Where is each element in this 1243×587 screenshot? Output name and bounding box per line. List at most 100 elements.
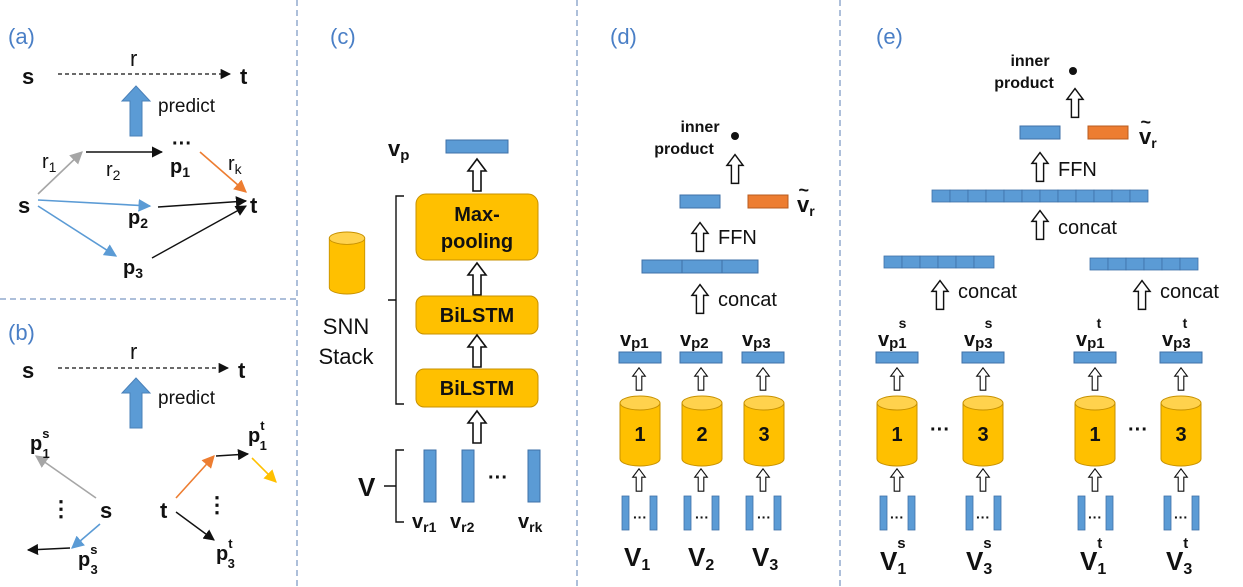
node-t: t bbox=[250, 193, 258, 218]
label-vp1t: vp1t bbox=[1076, 315, 1105, 352]
label-rk: rk bbox=[228, 153, 243, 177]
node-s-top: s bbox=[22, 64, 34, 89]
label-vp3t: vp3t bbox=[1162, 315, 1191, 352]
concat-label-right-e: concat bbox=[1160, 281, 1219, 303]
edge-rk-arrow bbox=[199, 151, 247, 193]
snn-brace bbox=[388, 195, 404, 405]
relation-vector-vr-e bbox=[1087, 125, 1129, 140]
cylinder-1s-label: 1 bbox=[891, 424, 902, 446]
panel-e-label: (e) bbox=[876, 24, 903, 49]
hollow-arrow-icon bbox=[1031, 209, 1049, 241]
node-s-top-b: s bbox=[22, 358, 34, 383]
snn-line2: Stack bbox=[318, 344, 374, 369]
svg-text:···: ··· bbox=[695, 509, 709, 525]
hollow-arrow-icon bbox=[1133, 279, 1151, 311]
concat-vector-d bbox=[641, 259, 759, 274]
label-vrk: vrk bbox=[518, 511, 543, 535]
hollow-arrow-icon bbox=[467, 334, 487, 368]
ffn-label: FFN bbox=[718, 227, 757, 249]
panel-a-label: (a) bbox=[8, 24, 35, 49]
hollow-arrow-icon bbox=[889, 367, 905, 391]
label-r1: r1 bbox=[42, 151, 57, 175]
input-group-V3t: ··· bbox=[1163, 495, 1200, 531]
hollow-arrow-icon bbox=[467, 158, 487, 192]
hollow-arrow-icon bbox=[1087, 367, 1103, 391]
label-V: V bbox=[358, 472, 376, 502]
label-vp1: vp1 bbox=[620, 329, 649, 352]
label-V2: V2 bbox=[688, 542, 714, 574]
inner-product-dot bbox=[731, 132, 739, 140]
cylinder-dots-t: ··· bbox=[1128, 419, 1148, 441]
vdots-t: ⋮ bbox=[206, 492, 228, 517]
input-group-V1s: ··· bbox=[879, 495, 916, 531]
cylinder-1t-label: 1 bbox=[1089, 424, 1100, 446]
label-V3s: V3s bbox=[966, 535, 992, 578]
hollow-arrow-icon bbox=[976, 468, 990, 492]
label-vr-tilde-e: ~vr bbox=[1139, 112, 1157, 151]
hollow-arrow-icon bbox=[631, 367, 647, 391]
box-maxpooling bbox=[415, 193, 539, 261]
inner-product-line2: product bbox=[654, 141, 714, 158]
node-s-b: s bbox=[100, 498, 112, 523]
hollow-arrow-icon bbox=[467, 410, 487, 444]
edge-t-pt-arrow bbox=[175, 511, 215, 541]
hollow-arrow-icon bbox=[1066, 87, 1084, 119]
edge-s-p2-arrow bbox=[37, 198, 152, 212]
node-t-top: t bbox=[240, 64, 248, 89]
label-r2: r2 bbox=[106, 159, 121, 183]
cylinder-3-label: 3 bbox=[758, 424, 769, 446]
edge-s-p3s-arrow bbox=[71, 523, 101, 549]
ffn-output-vector bbox=[679, 194, 721, 209]
concat-vector-e-left bbox=[883, 255, 995, 269]
hollow-arrow-icon bbox=[931, 279, 949, 311]
input-group-V3s: ··· bbox=[965, 495, 1002, 531]
input-vector-vr1 bbox=[423, 449, 437, 503]
cylinder-1-label: 1 bbox=[634, 424, 645, 446]
label-vr-tilde: ~vr bbox=[797, 180, 815, 219]
edge-s-p1s-arrow bbox=[34, 455, 97, 499]
relation-r-b: r bbox=[130, 339, 137, 364]
hollow-arrow-icon bbox=[975, 367, 991, 391]
dots-p: ··· bbox=[172, 133, 192, 155]
panel-c-label: (c) bbox=[330, 24, 356, 49]
snn-cylinder-icon bbox=[328, 231, 366, 295]
vector-vp1s bbox=[875, 351, 919, 364]
hollow-arrow-icon bbox=[467, 262, 487, 296]
hollow-arrow-icon bbox=[1088, 468, 1102, 492]
edge-s-p3-arrow bbox=[37, 205, 118, 257]
hollow-arrow-icon bbox=[726, 153, 744, 185]
relation-r: r bbox=[130, 46, 137, 71]
hollow-arrow-icon bbox=[632, 468, 646, 492]
svg-text:···: ··· bbox=[1174, 509, 1188, 525]
label-V3t: V3t bbox=[1166, 535, 1192, 578]
label-vp2: vp2 bbox=[680, 329, 709, 352]
edge-p1t-out-arrow bbox=[251, 457, 277, 483]
hollow-arrow-icon bbox=[756, 468, 770, 492]
edge-p1t-mid-arrow bbox=[215, 449, 250, 461]
panel-d-label: (d) bbox=[610, 24, 637, 49]
maxpooling-line2: pooling bbox=[441, 231, 513, 253]
svg-text:···: ··· bbox=[633, 509, 647, 525]
hollow-arrow-icon bbox=[1031, 151, 1049, 183]
predict-arrow-icon-b bbox=[121, 377, 151, 429]
edge-p3s-out-arrow bbox=[26, 543, 71, 556]
relation-vector-vr bbox=[747, 194, 789, 209]
inner-product-dot-e bbox=[1069, 67, 1077, 75]
maxpooling-line1: Max- bbox=[454, 204, 500, 226]
inner-product-line1: inner bbox=[680, 119, 719, 136]
label-V1: V1 bbox=[624, 542, 650, 574]
panel-d: (d) inner product ~vr FFN concat vp1 vp2… bbox=[610, 24, 815, 574]
box-bilstm-bottom bbox=[415, 368, 539, 408]
cylinder-2-label: 2 bbox=[696, 424, 707, 446]
vector-vp1t bbox=[1073, 351, 1117, 364]
label-V1t: V1t bbox=[1080, 535, 1106, 578]
edge-p2-t-arrow bbox=[157, 196, 248, 208]
ffn-output-vector-e bbox=[1019, 125, 1061, 140]
vdots-s: ⋮ bbox=[50, 496, 72, 521]
input-group-V3: ··· bbox=[745, 495, 782, 531]
vector-vp1 bbox=[618, 351, 662, 364]
